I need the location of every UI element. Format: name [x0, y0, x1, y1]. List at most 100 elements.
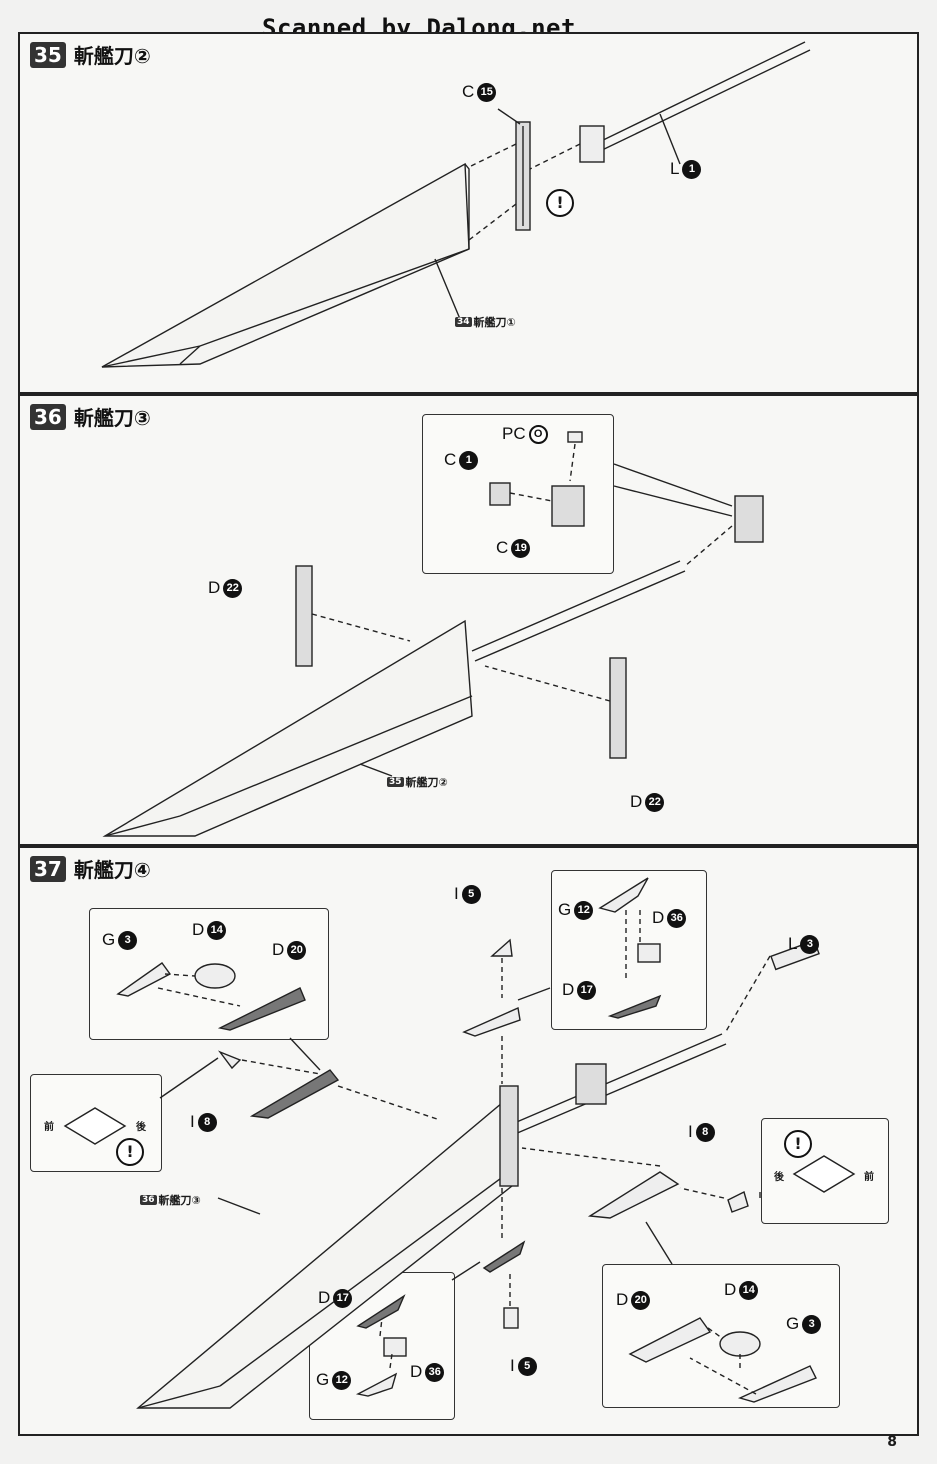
part-label-g12-bottom: G 12 — [316, 1370, 352, 1390]
caution-icon: ! — [546, 189, 574, 217]
ref-step-title: 斬艦刀③ — [158, 1194, 201, 1207]
step-title: 斬艦刀④ — [73, 858, 151, 882]
part-label-d20-right: D 20 — [616, 1290, 651, 1310]
step-35-header: 35 斬艦刀② — [30, 40, 151, 69]
part-label-c1: C 1 — [444, 450, 479, 470]
step-37-diagram — [63, 877, 856, 1409]
part-letter: L — [788, 934, 798, 953]
part-letter: D — [562, 980, 575, 999]
ref-step-number: 36 — [140, 1195, 157, 1205]
part-letter: G — [102, 930, 116, 949]
step-35-panel: 35 斬艦刀② C — [18, 32, 919, 394]
part-letter: PC — [502, 424, 526, 443]
step-number: 37 — [30, 855, 66, 882]
part-label-l3: L 3 — [788, 934, 820, 954]
part-number-badge: 20 — [287, 940, 307, 960]
part-number-badge: 12 — [332, 1370, 352, 1390]
part-label-d22-right: D 22 — [630, 792, 665, 812]
part-letter: D — [652, 908, 665, 927]
part-letter: I — [688, 1122, 693, 1141]
page-number: 8 — [887, 1434, 897, 1450]
step-36-header: 36 斬艦刀③ — [30, 402, 151, 431]
previous-step-ref: 34 斬艦刀① — [455, 314, 516, 330]
step-number: 35 — [30, 41, 66, 68]
step-title: 斬艦刀② — [73, 44, 151, 68]
caution-icon-right: ! — [784, 1130, 812, 1158]
part-letter: G — [786, 1314, 800, 1333]
part-letter: I — [510, 1356, 515, 1375]
step-37-panel: 37 斬艦刀④ — [18, 846, 919, 1436]
ref-step-title: 斬艦刀① — [473, 316, 516, 329]
step-number: 36 — [30, 403, 66, 430]
part-letter: D — [318, 1288, 331, 1307]
part-number-badge: 36 — [425, 1362, 445, 1382]
part-label-i5-bottom: I 5 — [510, 1356, 537, 1376]
part-label-d22-left: D 22 — [208, 578, 243, 598]
step-35-diagram — [101, 41, 811, 368]
part-number-badge: 15 — [477, 82, 497, 102]
part-number-badge: 19 — [511, 538, 531, 558]
part-number-badge: 3 — [802, 1314, 822, 1334]
part-letter: I — [454, 884, 459, 903]
part-letter: D — [630, 792, 643, 811]
step-title: 斬艦刀③ — [73, 406, 151, 430]
part-letter: D — [272, 940, 285, 959]
previous-step-ref: 36 斬艦刀③ — [140, 1192, 201, 1208]
part-number-badge: 22 — [645, 792, 665, 812]
step-37-header: 37 斬艦刀④ — [30, 854, 151, 883]
part-letter: C — [444, 450, 457, 469]
part-letter: G — [558, 900, 572, 919]
front-label: 前 — [44, 1122, 54, 1133]
part-number-badge: O — [528, 424, 548, 444]
part-label-g12: G 12 — [558, 900, 594, 920]
part-letter: I — [190, 1112, 195, 1131]
back-label: 後 — [136, 1122, 146, 1133]
part-letter: D — [616, 1290, 629, 1309]
part-letter: L — [670, 159, 680, 178]
part-label-d20: D 20 — [272, 940, 307, 960]
part-number-badge: 17 — [577, 980, 597, 1000]
part-number-badge: 8 — [197, 1112, 217, 1132]
part-letter: G — [316, 1370, 330, 1389]
part-label-g3: G 3 — [102, 930, 138, 950]
part-letter: D — [410, 1362, 423, 1381]
back-label-right: 後 — [774, 1172, 784, 1183]
part-number-badge: 20 — [631, 1290, 651, 1310]
part-letter: D — [208, 578, 221, 597]
step-36-diagram — [102, 431, 764, 837]
part-number-badge: 14 — [207, 920, 227, 940]
part-letter: D — [724, 1280, 737, 1299]
part-number-badge: 1 — [682, 159, 702, 179]
part-label-pc: PC O — [502, 424, 548, 444]
front-label-right: 前 — [864, 1172, 874, 1183]
part-label-g3-right: G 3 — [786, 1314, 822, 1334]
part-number-badge: 5 — [517, 1356, 537, 1376]
part-number-badge: 3 — [118, 930, 138, 950]
caution-icon-left: ! — [116, 1138, 144, 1166]
part-label-i8-left: I 8 — [190, 1112, 217, 1132]
part-number-badge: 3 — [800, 934, 820, 954]
part-label-c15: C 15 — [462, 82, 497, 102]
part-letter: D — [192, 920, 205, 939]
part-number-badge: 5 — [461, 884, 481, 904]
ref-step-number: 34 — [455, 317, 472, 327]
part-label-d36: D 36 — [652, 908, 687, 928]
part-number-badge: 17 — [333, 1288, 353, 1308]
part-number-badge: 8 — [695, 1122, 715, 1142]
part-number-badge: 1 — [459, 450, 479, 470]
part-number-badge: 14 — [739, 1280, 759, 1300]
ref-step-title: 斬艦刀② — [405, 776, 448, 789]
previous-step-ref: 35 斬艦刀② — [387, 774, 448, 790]
part-label-d14: D 14 — [192, 920, 227, 940]
step-36-panel: 36 斬艦刀③ — [18, 394, 919, 846]
part-label-i5-top: I 5 — [454, 884, 481, 904]
part-letter: C — [462, 82, 475, 101]
part-label-d17: D 17 — [562, 980, 597, 1000]
part-number-badge: 12 — [574, 900, 594, 920]
part-label-i8-right: I 8 — [688, 1122, 715, 1142]
part-label-l1: L 1 — [670, 159, 702, 179]
part-label-d36-bottom: D 36 — [410, 1362, 445, 1382]
ref-step-number: 35 — [387, 777, 404, 787]
part-label-d17-bottom: D 17 — [318, 1288, 353, 1308]
part-label-c19: C 19 — [496, 538, 531, 558]
